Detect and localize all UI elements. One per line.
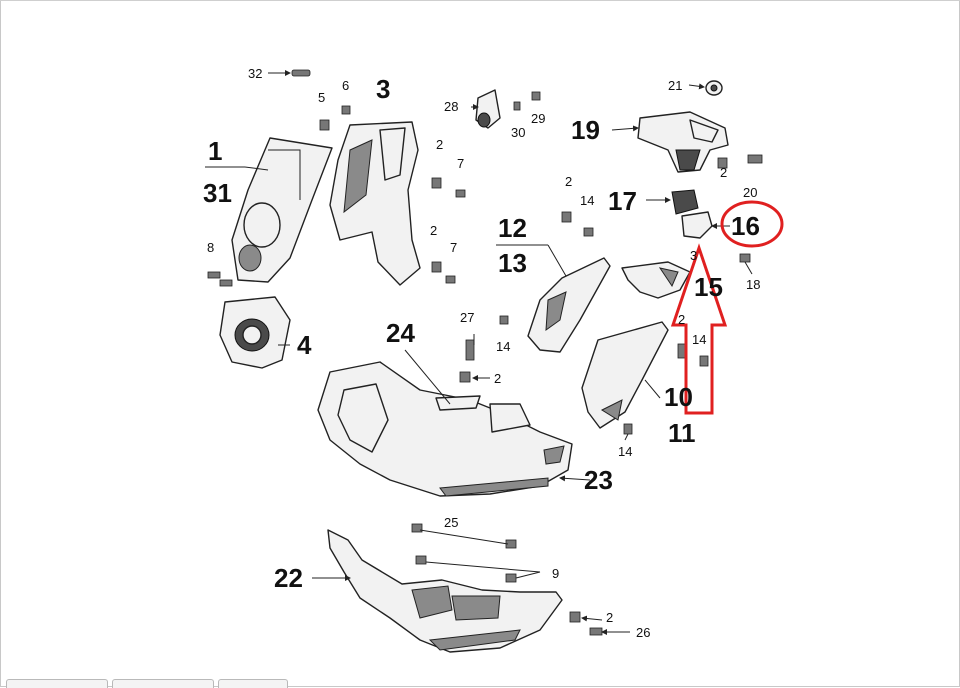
part-12-side-panel [527,257,611,353]
callout-26: 26 [636,625,650,640]
part-15-speedo-cover [621,261,691,299]
callout-21: 21 [668,78,682,93]
callout-2b: 2 [430,223,437,238]
callout-14c: 14 [692,332,706,347]
part-21-plug [705,80,723,96]
callout-14b: 14 [496,339,510,354]
callout-7a: 7 [457,156,464,171]
callout-11: 11 [668,418,696,448]
callout-4: 4 [297,330,312,360]
callout-29: 29 [531,111,545,126]
callout-6: 6 [342,78,349,93]
highlight-circle-16 [720,200,784,248]
part-16-cap [681,211,713,239]
callout-19: 19 [571,115,600,145]
part-22-belly-pan [327,529,563,653]
callout-17: 17 [608,186,637,216]
callout-14d: 14 [618,444,632,459]
callout-2a: 2 [436,137,443,152]
bottom-tab-strip [6,679,288,688]
part-23-floorboard [317,361,573,497]
part-28-lock [475,89,501,129]
callout-5: 5 [318,90,325,105]
highlight-annotation [670,200,784,415]
callout-16: 16 [731,211,760,241]
callout-23: 23 [584,465,613,495]
callout-13: 13 [498,248,527,278]
callout-28: 28 [444,99,458,114]
callout-20: 20 [743,185,757,200]
callout-22: 22 [274,563,303,593]
callout-2e: 2 [494,371,501,386]
leader-lines [205,70,753,635]
callout-2f: 2 [678,312,685,327]
callout-10: 10 [664,382,693,412]
callout-3: 3 [376,74,390,104]
callout-3b: 3 [690,248,697,263]
bottom-tab[interactable] [218,679,288,688]
highlight-arrow [670,243,728,415]
top-border [0,0,960,1]
callout-15: 15 [694,272,723,302]
fasteners [207,69,763,636]
bottom-tab[interactable] [6,679,108,688]
part-17-bracket [671,189,699,215]
callout-2c: 2 [565,174,572,189]
part-1-front-shield [231,137,333,283]
callout-27: 27 [460,310,474,325]
part-3-inner-shield [329,121,421,286]
callout-1: 1 [208,136,222,166]
callout-31: 31 [203,178,232,208]
callout-14a: 14 [580,193,594,208]
callout-labels: 1 31 3 4 5 6 32 8 2 7 2 7 28 30 29 21 19… [203,66,760,640]
callout-7b: 7 [450,240,457,255]
callout-24: 24 [386,318,415,348]
callout-18: 18 [746,277,760,292]
callout-2d: 2 [720,165,727,180]
callout-2g: 2 [606,610,613,625]
callout-8: 8 [207,240,214,255]
callout-30: 30 [511,125,525,140]
part-4-headlight-housing [219,296,291,369]
part-19-handlebar-cover [637,111,729,173]
callout-25: 25 [444,515,458,530]
callout-9: 9 [552,566,559,581]
callout-32: 32 [248,66,262,81]
callout-12: 12 [498,213,527,243]
bottom-tab[interactable] [112,679,214,688]
part-10-right-panel [581,321,669,429]
